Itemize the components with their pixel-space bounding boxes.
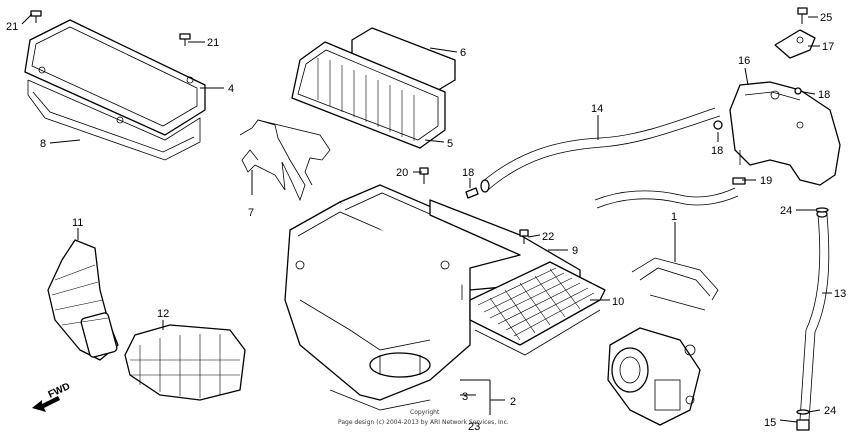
callout-13[interactable]: 13 bbox=[834, 288, 846, 300]
callout-1[interactable]: 1 bbox=[671, 211, 677, 223]
mesh-screen-10 bbox=[469, 261, 606, 356]
screw-22 bbox=[519, 229, 529, 244]
air-filter-element bbox=[291, 27, 456, 149]
callout-23[interactable]: 23 bbox=[468, 421, 480, 433]
screw-20 bbox=[419, 167, 429, 184]
hose-19 bbox=[594, 187, 739, 209]
callout-18-right[interactable]: 18 bbox=[711, 145, 723, 157]
air-cleaner-cover bbox=[24, 19, 206, 136]
callout-3[interactable]: 3 bbox=[462, 391, 468, 403]
callout-10[interactable]: 10 bbox=[612, 296, 624, 308]
callout-7[interactable]: 7 bbox=[248, 207, 254, 219]
callout-8[interactable]: 8 bbox=[40, 138, 46, 150]
intake-duct-12 bbox=[124, 324, 246, 401]
callout-25[interactable]: 25 bbox=[820, 12, 832, 24]
callout-9[interactable]: 9 bbox=[572, 245, 578, 257]
callout-15[interactable]: 15 bbox=[764, 417, 776, 429]
intake-duct-11 bbox=[47, 239, 119, 361]
callout-17[interactable]: 17 bbox=[822, 41, 834, 53]
callout-5[interactable]: 5 bbox=[447, 138, 453, 150]
callout-6[interactable]: 6 bbox=[460, 47, 466, 59]
bracket-17 bbox=[774, 29, 816, 59]
drain-tube-13 bbox=[799, 210, 830, 421]
callout-24-bottom[interactable]: 24 bbox=[824, 405, 836, 417]
bolt-25 bbox=[797, 7, 808, 24]
clip-18-top bbox=[794, 87, 802, 95]
clip-18-center bbox=[465, 187, 479, 199]
tube-1 bbox=[631, 257, 719, 311]
copyright-line1: Copyright bbox=[410, 409, 440, 416]
copyright-line2: Page design (c) 2004-2013 by ARI Network… bbox=[338, 419, 509, 426]
breather-tube-14 bbox=[480, 107, 721, 193]
reservoir-tank-16 bbox=[729, 81, 841, 186]
clamp-24-bottom bbox=[796, 409, 810, 415]
callout-labels: 21 21 4 8 6 5 7 20 18 22 9 10 11 12 3 2 … bbox=[6, 12, 846, 433]
callout-20[interactable]: 20 bbox=[396, 167, 408, 179]
drain-plug-15 bbox=[796, 419, 810, 431]
clip-18-right bbox=[713, 120, 723, 130]
callout-12[interactable]: 12 bbox=[157, 308, 169, 320]
fwd-label: FWD bbox=[47, 381, 72, 401]
clip-19 bbox=[732, 177, 746, 185]
clamp-24-top bbox=[815, 207, 829, 213]
callout-18-center[interactable]: 18 bbox=[462, 167, 474, 179]
screw-21-right bbox=[179, 33, 191, 46]
callout-2[interactable]: 2 bbox=[510, 396, 516, 408]
cover-gasket bbox=[27, 79, 201, 161]
fwd-arrow: FWD bbox=[32, 381, 72, 412]
screw-21-left bbox=[30, 10, 42, 23]
callout-14[interactable]: 14 bbox=[591, 103, 603, 115]
holder-wire-7 bbox=[239, 119, 331, 202]
callout-18-top[interactable]: 18 bbox=[818, 89, 830, 101]
callout-4[interactable]: 4 bbox=[228, 83, 234, 95]
callout-21-left[interactable]: 21 bbox=[6, 21, 18, 33]
carburetor bbox=[607, 327, 701, 426]
callout-16[interactable]: 16 bbox=[738, 55, 750, 67]
air-cleaner-case bbox=[284, 184, 521, 411]
leader-lines bbox=[21, 13, 832, 423]
callout-22[interactable]: 22 bbox=[542, 231, 554, 243]
callout-19[interactable]: 19 bbox=[760, 175, 772, 187]
callout-11[interactable]: 11 bbox=[72, 217, 83, 229]
callout-24-top[interactable]: 24 bbox=[780, 205, 792, 217]
callout-21-right[interactable]: 21 bbox=[207, 37, 219, 49]
